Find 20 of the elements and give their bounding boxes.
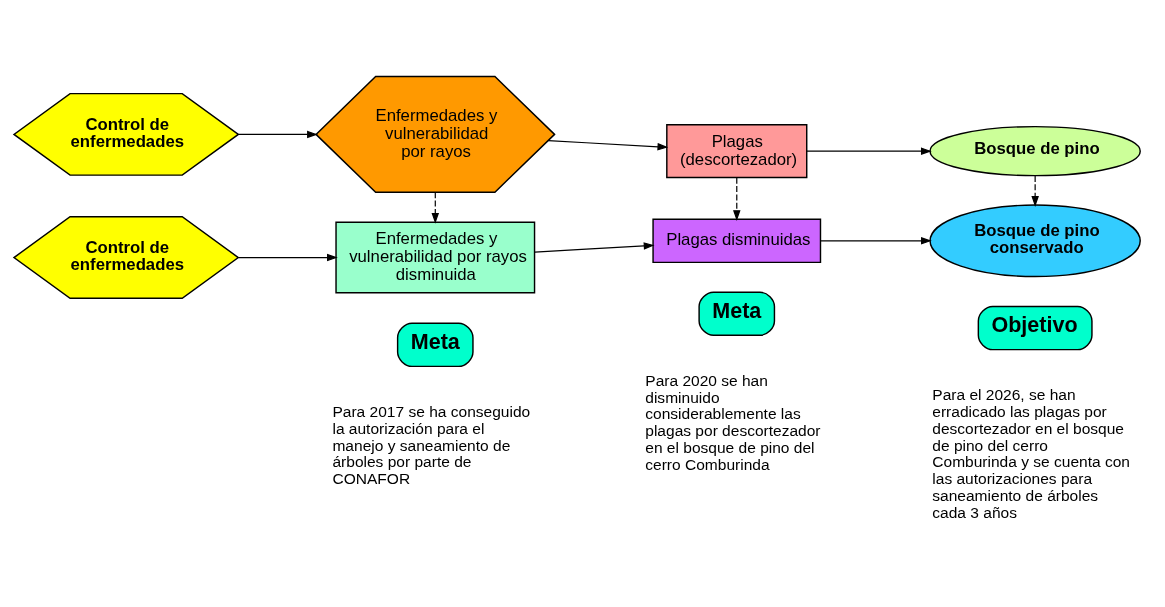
node-box: Enfermedades y vulnerabilidad por rayos disminuida	[335, 221, 536, 294]
node-box: Plagas (descortezador)	[666, 124, 808, 179]
node-ellipse: Bosque de pino	[929, 125, 1141, 177]
node-ellipse: Bosque de pino conservado	[929, 204, 1141, 278]
arrow	[806, 147, 932, 155]
arrow	[547, 140, 669, 151]
label: Para 2020 se han disminuido considerablemente las plagas por descortezador en el bosque de pino del cerro Comburinda	[645, 372, 821, 473]
node-box: Meta	[698, 291, 776, 336]
node-box: Objetivo	[977, 305, 1093, 351]
arrow	[431, 191, 440, 224]
label: Para 2017 se ha conseguido la autorización para el manejo y saneamiento de árboles por parte de CONAFOR	[332, 403, 531, 488]
node-box: Meta	[396, 322, 474, 368]
arrow	[237, 130, 318, 139]
node-box: Plagas disminuidas	[652, 218, 822, 264]
arrow	[820, 237, 932, 245]
arrow	[534, 242, 655, 253]
arrow	[1031, 175, 1039, 207]
arrow	[237, 253, 338, 262]
label: Para el 2026, se han erradicado las plagas por descortezador en el bosque de pino del cerro Comburinda y se cuenta con las autorizaciones para saneamiento de árboles cada 3 años	[932, 386, 1131, 521]
arrow	[733, 177, 741, 221]
